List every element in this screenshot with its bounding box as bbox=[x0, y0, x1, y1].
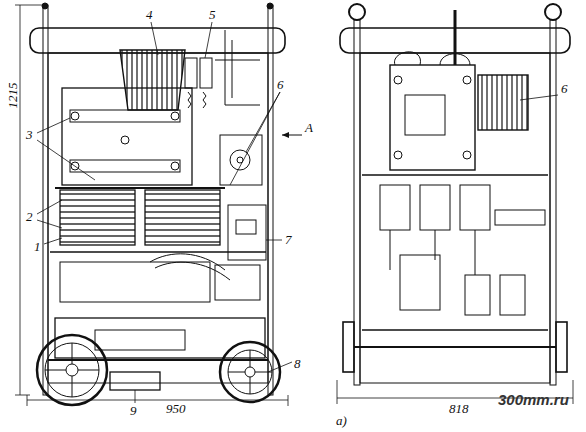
callout-number: 8 bbox=[293, 357, 302, 370]
callout-number: 3 bbox=[25, 128, 34, 141]
callout-number: 9 bbox=[129, 404, 138, 417]
dimension-label: 950 bbox=[165, 402, 187, 415]
callout-number: 2 bbox=[25, 210, 34, 223]
view-arrow-label: А bbox=[304, 121, 314, 134]
side-view bbox=[340, 4, 570, 385]
callout-number: 5 bbox=[208, 8, 217, 21]
callout-number: 7 bbox=[284, 233, 293, 246]
watermark: 300mm.ru bbox=[497, 392, 570, 407]
figure-label: а) bbox=[335, 414, 348, 427]
dimension-lines bbox=[15, 5, 573, 406]
front-view bbox=[30, 3, 285, 405]
callout-number: 6 bbox=[560, 82, 569, 95]
callout-number: 4 bbox=[145, 8, 154, 21]
callout-number: 1 bbox=[33, 240, 42, 253]
leader-lines bbox=[37, 22, 558, 403]
callout-number: 6 bbox=[276, 78, 285, 91]
dimension-label: 818 bbox=[448, 402, 470, 415]
dimension-label: 1215 bbox=[6, 81, 19, 109]
